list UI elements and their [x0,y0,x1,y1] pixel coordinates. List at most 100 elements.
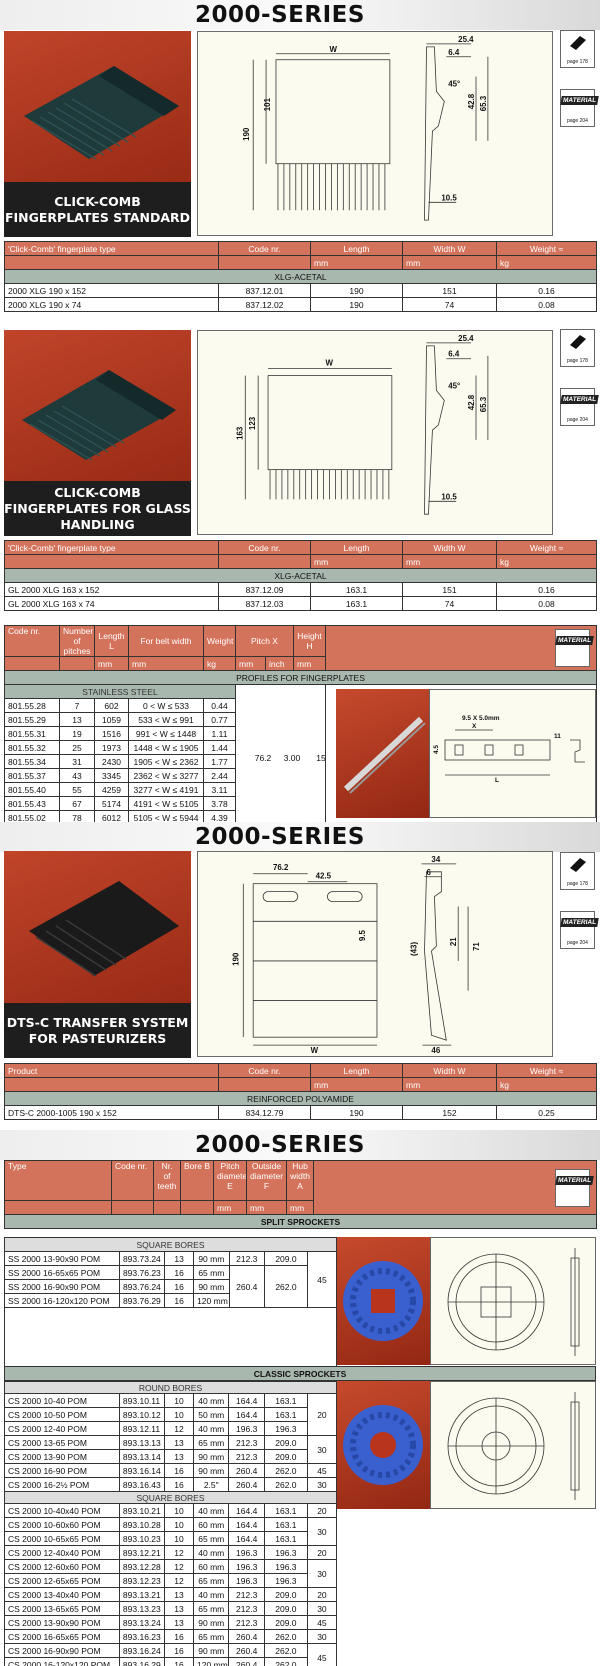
svg-text:10.5: 10.5 [441,492,457,501]
svg-text:163: 163 [235,426,244,440]
classic-sprocket-icon [343,1405,423,1485]
caption-glass: CLICK-COMB FINGERPLATES FOR GLASS HANDLI… [4,481,191,536]
svg-text:9.5: 9.5 [358,930,367,942]
svg-text:65.3: 65.3 [479,396,488,412]
material-ref-icon-4[interactable]: MATERIAL page 204 [560,911,599,949]
classic-sprocket-photo [337,1381,430,1509]
profile-drawing: 9.5 X 5.0mm X L 11 4.5 [429,689,596,818]
svg-text:21: 21 [449,937,458,946]
title-band-2 [0,822,600,852]
belt-icon [569,335,586,349]
svg-text:34: 34 [431,855,440,864]
drawing-glass: W 123 163 25.4 6.4 45° 42.8 65.3 10.5 [197,330,553,535]
svg-text:11: 11 [554,733,561,740]
title-band-3 [0,1130,600,1160]
split-sprocket-photo [337,1237,430,1365]
material-ref-icon-1[interactable]: MATERIAL page 204 [560,89,599,127]
caption-dtsc: DTS-C TRANSFER SYSTEM FOR PASTEURIZERS [4,1003,191,1058]
pitch-inch-value: 3.00 [283,753,301,763]
drawing-standard: W 101 190 25.4 6.4 45° 42.8 65.3 10.5 [197,31,553,236]
series-title-3: 2000-SERIES [195,1132,365,1158]
height-value: 15 [316,753,326,763]
pitch-mm-value: 76.2 [254,753,272,763]
svg-text:190: 190 [231,952,240,966]
page-ref-icon-2[interactable]: page 178 [560,329,595,367]
svg-text:L: L [495,777,499,784]
split-sprocket-technical-drawing [447,1248,580,1356]
svg-text:X: X [472,723,477,730]
fingerplate-photo-icon [24,66,179,160]
split-sprocket-drawing [430,1237,596,1365]
page-ref-icon-1[interactable]: page 178 [560,30,595,68]
svg-text:6: 6 [426,868,431,877]
svg-text:101: 101 [263,97,272,111]
svg-text:76.2: 76.2 [273,863,289,872]
svg-text:65.3: 65.3 [479,95,488,111]
svg-text:25.4: 25.4 [458,35,474,44]
transfer-plate-photo-icon [29,881,179,977]
page-ref-icon-3[interactable]: page 178 [560,852,595,890]
series-title-1: 2000-SERIES [195,2,365,28]
technical-drawing-glass: W 123 163 25.4 6.4 45° 42.8 65.3 10.5 [235,334,489,515]
product-photo-standard: CLICK-COMB FINGERPLATES STANDARD [4,31,191,237]
svg-text:(43): (43) [410,942,419,956]
product-photo-glass: CLICK-COMB FINGERPLATES FOR GLASS HANDLI… [4,330,191,536]
table-sprockets-header: Type Code nr. Nr. of teeth Bore B Pitch … [4,1160,597,1229]
material-ref-icon-3[interactable]: MATERIAL page 204 [555,629,594,667]
technical-drawing-dtsc: 76.2 42.5 9.5 190 W 34 6 21 71 (43) 46 [231,855,481,1055]
material-icon: MATERIAL [560,395,599,404]
svg-text:W: W [329,45,337,54]
technical-drawing-standard: W 101 190 25.4 6.4 45° 42.8 65.3 10.5 [242,35,489,221]
svg-text:4.5: 4.5 [433,745,440,754]
series-title-2: 2000-SERIES [195,824,365,850]
profile-photo [336,689,429,818]
split-sprocket-icon [343,1261,423,1341]
svg-text:9.5 X 5.0mm: 9.5 X 5.0mm [462,715,500,722]
fingerplate-photo-icon [22,370,176,461]
belt-icon [569,858,586,872]
drawing-dtsc: 76.2 42.5 9.5 190 W 34 6 21 71 (43) 46 [197,851,553,1057]
svg-text:6.4: 6.4 [448,48,460,57]
caption-standard: CLICK-COMB FINGERPLATES STANDARD [4,182,191,237]
classic-sprocket-drawing [430,1381,596,1509]
svg-text:190: 190 [242,127,251,141]
belt-icon [569,36,586,50]
svg-text:42.8: 42.8 [467,93,476,109]
svg-text:10.5: 10.5 [441,193,457,202]
svg-text:46: 46 [431,1046,440,1055]
classic-sprocket-technical-drawing [447,1392,580,1500]
svg-text:123: 123 [248,416,257,430]
material-ref-icon-5[interactable]: MATERIAL page 205 [555,1168,594,1207]
material-icon: MATERIAL [560,918,599,927]
material-ref-icon-2[interactable]: MATERIAL page 204 [560,388,599,426]
